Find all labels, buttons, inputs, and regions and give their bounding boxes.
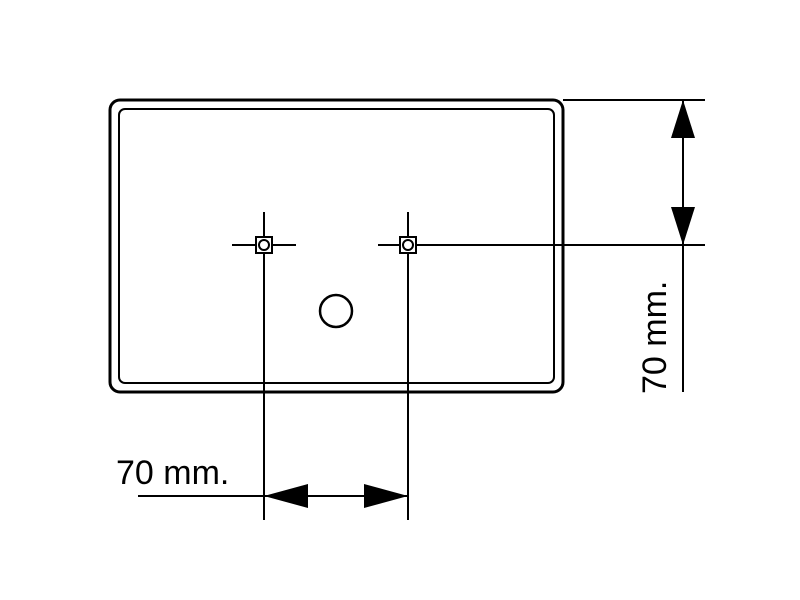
screw-right-circle	[402, 239, 414, 251]
vertical-dimension	[563, 99, 705, 392]
vertical-dimension-label: 70 mm.	[636, 281, 674, 394]
horizontal-arrow-right	[364, 484, 408, 508]
horizontal-dimension	[138, 484, 408, 508]
screw-left-circle	[258, 239, 270, 251]
mounting-hole-left	[232, 212, 296, 520]
center-hole	[318, 293, 354, 329]
horizontal-dimension-label: 70 mm.	[116, 454, 229, 492]
mounting-hole-right	[378, 212, 705, 520]
vertical-arrow-top	[671, 100, 695, 138]
horizontal-arrow-left	[264, 484, 308, 508]
vertical-arrow-bottom	[671, 207, 695, 245]
